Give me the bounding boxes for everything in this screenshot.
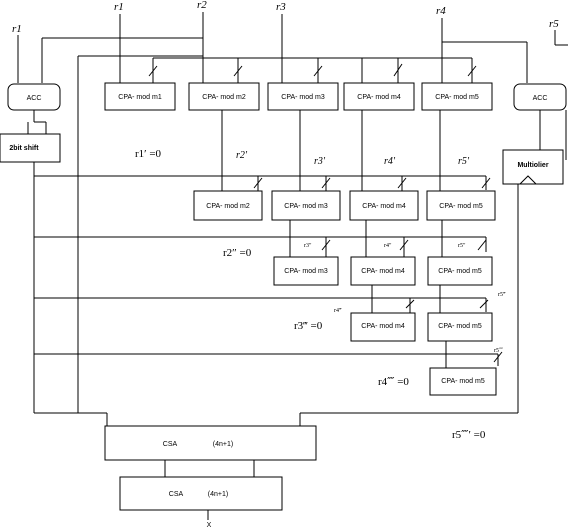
acc-right-block: ACC xyxy=(513,83,567,111)
cpa-r2-c3: CPA- mod m4 xyxy=(362,203,406,210)
bus-ticks-row-4 xyxy=(405,299,489,309)
input-r3-label: r3 xyxy=(276,1,286,13)
cpa-r2-c4: CPA- mod m5 xyxy=(439,203,483,210)
csa1-name: CSA xyxy=(163,441,178,448)
csa-block-1: CSA (4n+1) xyxy=(104,425,317,461)
label-r1p-eq: r1′ =0 xyxy=(135,148,162,160)
input-r2-label: r2 xyxy=(197,0,207,11)
label-r4pp: r4″ xyxy=(384,243,392,249)
cpa-r5-c1: CPA- mod m5 xyxy=(441,378,485,385)
label-r3p: r3′ xyxy=(314,156,326,167)
label-r4pppp-eq: r4⁗ =0 xyxy=(378,376,409,388)
cpa-r4-c1: CPA- mod m4 xyxy=(361,323,405,330)
cpa-r1-c5: CPA- mod m5 xyxy=(435,94,479,101)
input-r4-label: r4 xyxy=(436,5,446,17)
bus-ticks-row-3 xyxy=(321,239,487,251)
cpa-r3-c1: CPA- mod m3 xyxy=(284,268,328,275)
bus-ticks-row-2 xyxy=(253,177,491,189)
label-r3pp: r3″ xyxy=(304,243,312,249)
cpa-r1-c3: CPA- mod m3 xyxy=(281,94,325,101)
cpa-r1-c1: CPA- mod m1 xyxy=(118,94,162,101)
intermediate-labels: r1′ =0 r2′ r3′ r4′ r5′ r2″ =0 r3″ r4″ r5… xyxy=(135,148,506,441)
shift-block: 2bit shift xyxy=(0,133,61,163)
cpa-r4-c2: CPA- mod m5 xyxy=(438,323,482,330)
label-r3ppp-eq: r3‴ =0 xyxy=(294,320,323,332)
cpa-row-5: CPA- mod m5 xyxy=(429,367,497,396)
csa1-expr: (4n+1) xyxy=(213,441,233,448)
acc-right-label: ACC xyxy=(533,95,548,102)
csa2-name: CSA xyxy=(169,491,184,498)
multiplier-block: Multiolier xyxy=(502,149,564,185)
label-r5pp: r5″ xyxy=(458,243,466,249)
input-r1-label: r1 xyxy=(114,1,124,13)
label-r5ppppp-eq: r5⁗′ =0 xyxy=(452,429,486,441)
cpa-row-1: CPA- mod m1 CPA- mod m2 CPA- mod m3 CPA-… xyxy=(104,82,493,111)
input-r1-left-label: r1 xyxy=(12,23,22,35)
acc-left-label: ACC xyxy=(27,95,42,102)
label-r5ppp: r5‴ xyxy=(498,292,506,298)
cpa-r1-c2: CPA- mod m2 xyxy=(202,94,246,101)
label-r4ppp: r4‴ xyxy=(334,308,342,314)
label-r5p: r5′ xyxy=(458,156,470,167)
shift-label: 2bit shift xyxy=(9,145,39,152)
cpa-r2-c2: CPA- mod m3 xyxy=(284,203,328,210)
cpa-r2-c1: CPA- mod m2 xyxy=(206,203,250,210)
csa-block-2: CSA (4n+1) xyxy=(119,476,283,511)
label-r2p: r2′ xyxy=(236,150,248,161)
cpa-r1-c4: CPA- mod m4 xyxy=(357,94,401,101)
cpa-r3-c2: CPA- mod m4 xyxy=(361,268,405,275)
csa2-expr: (4n+1) xyxy=(208,491,228,498)
label-r5pppp: r5⁗ xyxy=(494,347,503,354)
cpa-row-3: CPA- mod m3 CPA- mod m4 CPA- mod m5 xyxy=(273,256,493,286)
feedback-lines xyxy=(34,175,499,366)
output-label: X xyxy=(207,522,212,529)
input-labels: r1 r2 r3 r4 r5 r1 xyxy=(12,0,559,35)
acc-left-block: ACC xyxy=(7,83,61,111)
cpa-row-4: CPA- mod m4 CPA- mod m5 xyxy=(350,312,493,342)
input-r5-label: r5 xyxy=(549,18,559,30)
cpa-row-2: CPA- mod m2 CPA- mod m3 CPA- mod m4 CPA-… xyxy=(193,190,496,221)
cpa-r3-c3: CPA- mod m5 xyxy=(438,268,482,275)
multiplier-label: Multiolier xyxy=(517,162,548,169)
label-r4p: r4′ xyxy=(384,156,396,167)
bus-ticks-row-1 xyxy=(148,63,477,77)
label-r2pp-eq: r2″ =0 xyxy=(223,247,252,259)
input-wires xyxy=(17,12,568,427)
bus-tick-row-5 xyxy=(493,351,503,363)
